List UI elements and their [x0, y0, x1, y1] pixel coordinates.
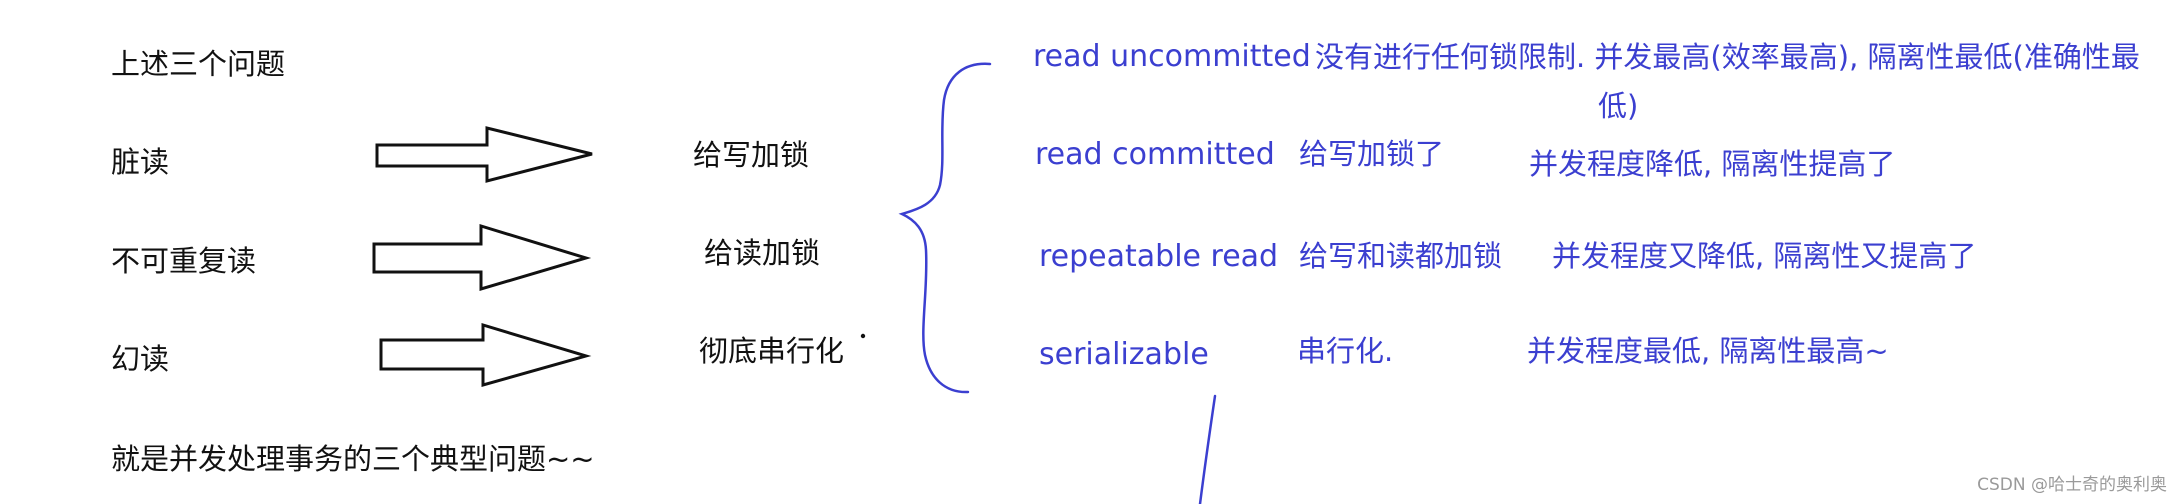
arrow-non-repeatable-read	[372, 223, 592, 292]
level-repeatable-read-effect: 并发程度又降低, 隔离性又提高了	[1552, 239, 1977, 273]
fix-read-lock: 给读加锁	[704, 236, 821, 270]
fix-serialize: 彻底串行化	[699, 334, 845, 368]
curly-brace	[898, 62, 992, 394]
level-read-committed-name: read committed	[1035, 137, 1275, 172]
problem-dirty-read: 脏读	[111, 145, 170, 179]
level-repeatable-read-name: repeatable read	[1039, 239, 1279, 274]
level-read-committed-lock: 给写加锁了	[1299, 137, 1445, 171]
arrow-phantom-read	[379, 322, 592, 387]
arrow-dirty-read	[375, 126, 593, 183]
level-serializable-effect: 并发程度最低, 隔离性最高~	[1527, 334, 1889, 368]
level-serializable-lock: 串行化.	[1297, 334, 1394, 368]
fix-write-lock: 给写加锁	[693, 138, 810, 172]
level-read-uncommitted-desc: 没有进行任何锁限制. 并发最高(效率最高), 隔离性最低(准确性最	[1315, 40, 2140, 74]
level-read-uncommitted-desc-cont: 低)	[1598, 89, 1639, 123]
level-repeatable-read-lock: 给写和读都加锁	[1299, 239, 1503, 273]
level-read-committed-effect: 并发程度降低, 隔离性提高了	[1529, 147, 1896, 181]
problem-non-repeatable-read: 不可重复读	[111, 244, 257, 278]
intro-text: 上述三个问题	[111, 47, 286, 81]
level-read-uncommitted-name: read uncommitted	[1033, 39, 1311, 74]
ink-dot	[860, 333, 866, 339]
problem-phantom-read: 幻读	[111, 342, 170, 376]
level-serializable-name: serializable	[1039, 337, 1209, 372]
pen-stroke	[1198, 394, 1217, 504]
summary-text: 就是并发处理事务的三个典型问题~~	[111, 442, 595, 476]
watermark: CSDN @哈士奇的奥利奥	[1977, 475, 2167, 495]
